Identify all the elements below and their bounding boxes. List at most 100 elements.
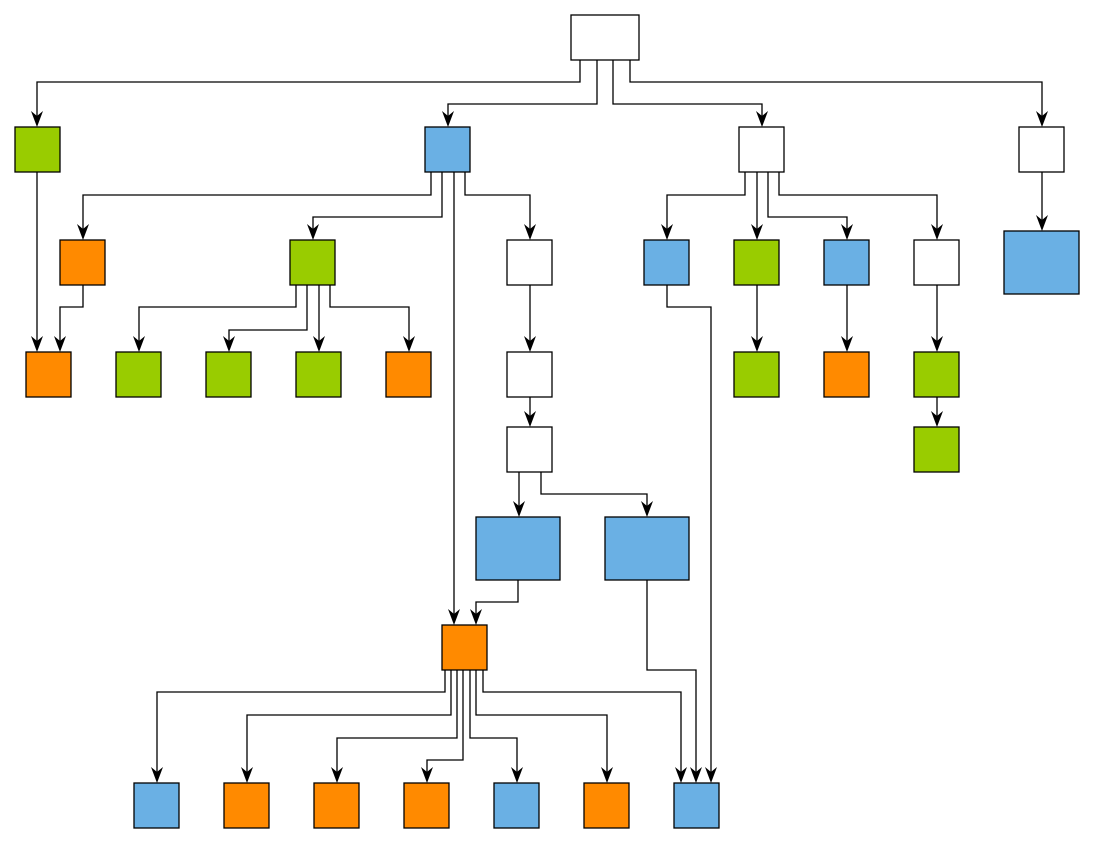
node-box-blue[interactable] bbox=[493, 782, 540, 829]
node-box-white[interactable] bbox=[1018, 126, 1065, 173]
node-d2[interactable] bbox=[913, 426, 960, 473]
node-box-white[interactable] bbox=[913, 239, 960, 286]
node-box-orange[interactable] bbox=[823, 351, 870, 398]
node-c6[interactable] bbox=[506, 351, 553, 398]
node-box-orange[interactable] bbox=[583, 782, 630, 829]
node-g7[interactable] bbox=[673, 782, 720, 829]
arrowhead bbox=[751, 336, 763, 352]
edge-root-to-a1 bbox=[31, 60, 581, 127]
node-box-orange[interactable] bbox=[385, 351, 432, 398]
node-c8[interactable] bbox=[823, 351, 870, 398]
arrowhead bbox=[524, 336, 536, 352]
node-box-green[interactable] bbox=[733, 239, 780, 286]
node-box-blue[interactable] bbox=[424, 126, 471, 173]
node-a2[interactable] bbox=[424, 126, 471, 173]
edge-line bbox=[666, 285, 712, 773]
node-g5[interactable] bbox=[493, 782, 540, 829]
arrowhead bbox=[307, 224, 319, 240]
node-box-orange[interactable] bbox=[25, 351, 72, 398]
node-box-white[interactable] bbox=[506, 239, 553, 286]
arrowhead bbox=[470, 609, 482, 625]
edge-e2-to-g7 bbox=[646, 580, 702, 783]
node-c5[interactable] bbox=[385, 351, 432, 398]
arrowhead bbox=[31, 336, 43, 352]
arrowhead bbox=[331, 767, 343, 783]
node-a3[interactable] bbox=[738, 126, 785, 173]
node-a1[interactable] bbox=[14, 126, 61, 173]
node-box-green[interactable] bbox=[913, 426, 960, 473]
node-box-green[interactable] bbox=[205, 351, 252, 398]
node-a4[interactable] bbox=[1018, 126, 1065, 173]
arrowhead bbox=[151, 767, 163, 783]
arrowhead bbox=[931, 224, 943, 240]
edge-a4-to-b8 bbox=[1036, 172, 1048, 231]
node-b4[interactable] bbox=[643, 239, 690, 286]
node-c4[interactable] bbox=[295, 351, 342, 398]
node-b1[interactable] bbox=[59, 239, 106, 286]
node-box-blue[interactable] bbox=[133, 782, 180, 829]
node-c2[interactable] bbox=[115, 351, 162, 398]
arrowhead bbox=[442, 111, 454, 127]
edge-b3-to-c6 bbox=[524, 285, 536, 352]
edge-a3-to-b7 bbox=[778, 172, 943, 240]
edge-a1-to-c1 bbox=[31, 172, 43, 352]
node-box-green[interactable] bbox=[295, 351, 342, 398]
edge-line bbox=[82, 172, 432, 230]
node-c3[interactable] bbox=[205, 351, 252, 398]
node-box-white[interactable] bbox=[570, 14, 640, 61]
arrowhead bbox=[756, 111, 768, 127]
edge-a3-to-b6 bbox=[767, 172, 853, 240]
node-g2[interactable] bbox=[223, 782, 270, 829]
node-box-green[interactable] bbox=[733, 351, 780, 398]
node-g4[interactable] bbox=[403, 782, 450, 829]
edge-c6-to-d1 bbox=[524, 397, 536, 427]
node-box-blue[interactable] bbox=[823, 239, 870, 286]
node-b7[interactable] bbox=[913, 239, 960, 286]
node-box-orange[interactable] bbox=[223, 782, 270, 829]
node-box-white[interactable] bbox=[506, 426, 553, 473]
edge-d1-to-e1 bbox=[513, 472, 525, 517]
node-g6[interactable] bbox=[583, 782, 630, 829]
arrowhead bbox=[931, 411, 943, 427]
node-e2[interactable] bbox=[604, 516, 690, 581]
edge-line bbox=[540, 472, 648, 507]
node-b8[interactable] bbox=[1003, 230, 1080, 295]
node-d1[interactable] bbox=[506, 426, 553, 473]
node-box-blue[interactable] bbox=[673, 782, 720, 829]
node-g3[interactable] bbox=[313, 782, 360, 829]
node-f1[interactable] bbox=[441, 624, 488, 671]
node-box-orange[interactable] bbox=[313, 782, 360, 829]
node-box-orange[interactable] bbox=[59, 239, 106, 286]
node-c1[interactable] bbox=[25, 351, 72, 398]
node-box-blue[interactable] bbox=[643, 239, 690, 286]
edge-line bbox=[646, 580, 697, 773]
arrowhead bbox=[690, 767, 702, 783]
edge-line bbox=[59, 285, 84, 342]
edge-line bbox=[612, 60, 763, 117]
node-e1[interactable] bbox=[475, 516, 561, 581]
node-b6[interactable] bbox=[823, 239, 870, 286]
node-box-orange[interactable] bbox=[441, 624, 488, 671]
node-box-white[interactable] bbox=[738, 126, 785, 173]
node-c9[interactable] bbox=[913, 351, 960, 398]
node-box-blue[interactable] bbox=[475, 516, 561, 581]
node-b5[interactable] bbox=[733, 239, 780, 286]
node-g1[interactable] bbox=[133, 782, 180, 829]
node-box-green[interactable] bbox=[14, 126, 61, 173]
arrowhead bbox=[421, 767, 433, 783]
edge-line bbox=[464, 172, 531, 230]
edge-b2-to-c4 bbox=[313, 285, 325, 352]
node-box-orange[interactable] bbox=[403, 782, 450, 829]
node-b3[interactable] bbox=[506, 239, 553, 286]
edge-f1-to-g7 bbox=[482, 670, 687, 783]
node-b2[interactable] bbox=[289, 239, 336, 286]
node-box-green[interactable] bbox=[289, 239, 336, 286]
node-box-white[interactable] bbox=[506, 351, 553, 398]
node-root[interactable] bbox=[570, 14, 640, 61]
node-c7[interactable] bbox=[733, 351, 780, 398]
node-box-green[interactable] bbox=[115, 351, 162, 398]
node-box-green[interactable] bbox=[913, 351, 960, 398]
node-box-blue[interactable] bbox=[1003, 230, 1080, 295]
edge-f1-to-g4 bbox=[421, 670, 464, 783]
node-box-blue[interactable] bbox=[604, 516, 690, 581]
